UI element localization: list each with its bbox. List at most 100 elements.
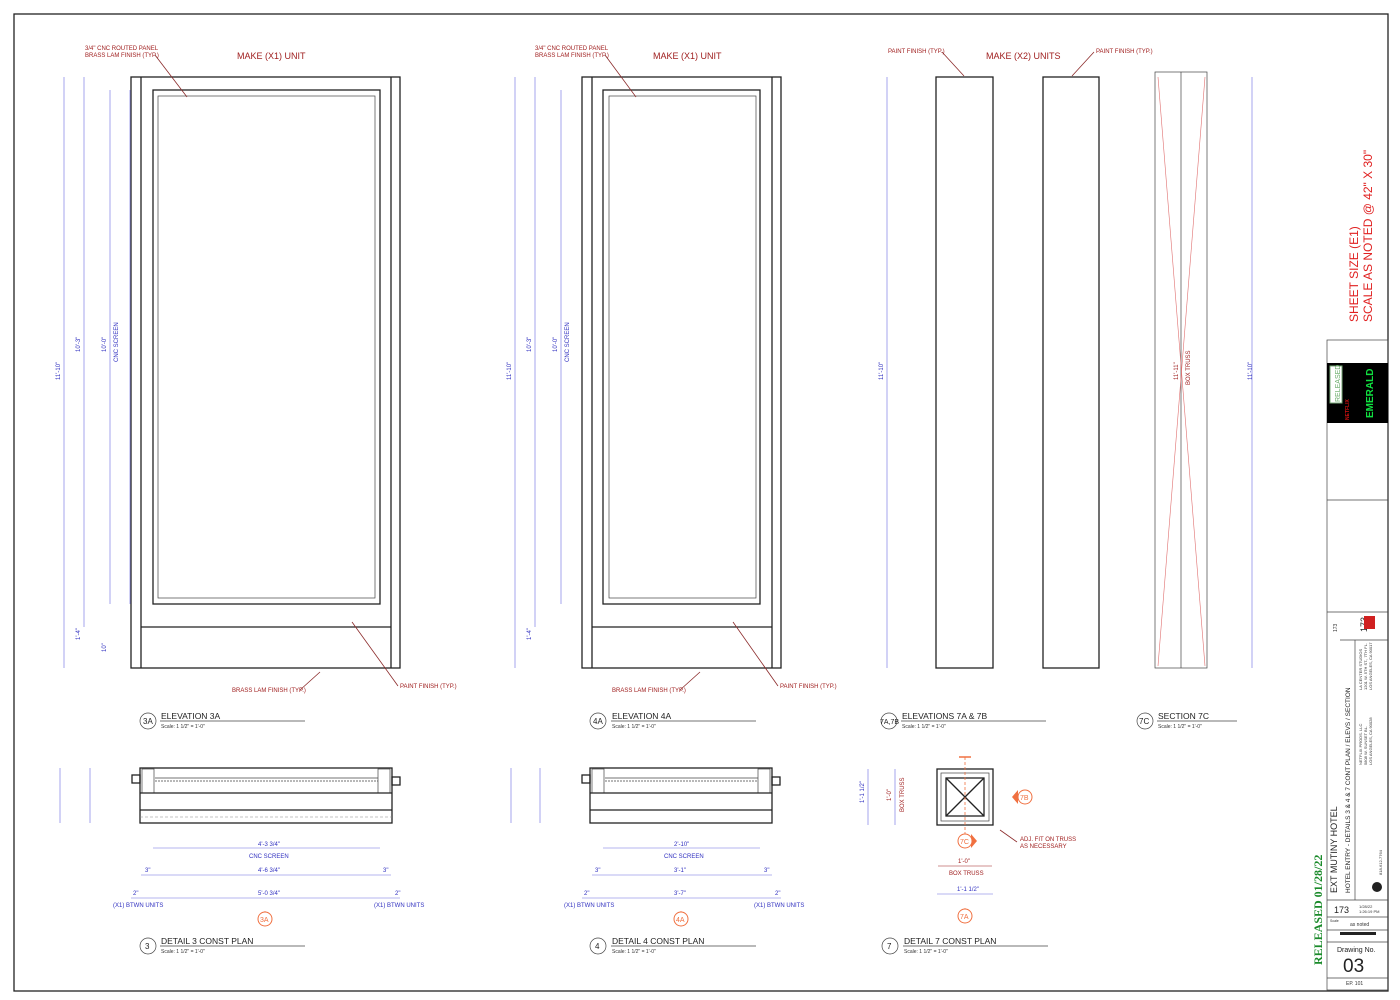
drawing-number: 03: [1343, 956, 1364, 977]
view-scale: Scale: 1 1/2" = 1'-0": [161, 949, 205, 955]
note-paint-finish: PAINT FINISH (TYP.): [1096, 49, 1153, 55]
view-title-3: 3 DETAIL 3 CONST PLAN Scale: 1 1/2" = 1'…: [139, 936, 305, 955]
detail-4-plan: 2'-10" CNC SCREEN 3'-1" 3'-7" 3" 3" 2" 2…: [510, 767, 804, 927]
studio-line: LA CENTER STUDIOS: [1358, 649, 1363, 690]
detail-3-plan: 4'-3 3/4" CNC SCREEN 4'-6 3/4" 5'-0 3/4"…: [59, 767, 424, 927]
dim-outer-width: 5'-0 3/4": [258, 891, 280, 897]
dim-3in: 3": [764, 868, 769, 874]
dim-height-7: 11'-10": [879, 362, 885, 380]
view-title: DETAIL 3 CONST PLAN: [161, 936, 253, 946]
dim-truss-height: 11'-11": [1174, 362, 1180, 380]
dim-panel-height: 10'-3": [76, 337, 82, 352]
view-tag: 7C: [1139, 717, 1149, 726]
dim-screen-height: 10'-0": [102, 337, 108, 352]
dim-screen-width: 2'-10": [674, 842, 689, 848]
dim-1-1-5: 1'-1 1/2": [860, 781, 866, 803]
emerald-logo: EMERALD: [1365, 369, 1376, 418]
view-tag: 3A: [143, 717, 153, 726]
dim-outer-width: 3'-7": [674, 891, 686, 897]
view-title-3A: 3A ELEVATION 3A Scale: 1 1/2" = 1'-0": [139, 711, 305, 730]
project-name: EXT MUTINY HOTEL: [1329, 806, 1339, 893]
sheet-title: HOTEL ENTRY - DETAILS 3 & 4 & 7 CONT PLA…: [1345, 687, 1352, 893]
view-title-7: 7 DETAIL 7 CONST PLAN Scale: 1 1/2" = 1'…: [881, 936, 1048, 955]
dim-height-7c: 11'-10": [1248, 362, 1254, 380]
note-paint-finish: PAINT FINISH (TYP.): [888, 49, 945, 55]
note-paint-finish: PAINT FINISH (TYP.): [400, 684, 457, 690]
dim-base: 1'-4": [76, 628, 82, 640]
view-title-4A: 4A ELEVATION 4A Scale: 1 1/2" = 1'-0": [589, 711, 756, 730]
view-tag: 4A: [593, 717, 603, 726]
note-brass-finish: BRASS LAM FINISH (TYP.): [85, 53, 159, 59]
section-marker-3A[interactable]: 3A: [257, 911, 273, 927]
dim-base: 1'-4": [527, 628, 533, 640]
company-line: LOS ANGELES, CA 90028: [1368, 717, 1373, 765]
elevation-3A: 11'-10" 10'-3" 10'-0" CNC SCREEN 1'-4" 1…: [56, 46, 457, 694]
note-brass-finish: BRASS LAM FINISH (TYP.): [535, 53, 609, 59]
section-marker-7C[interactable]: 7C: [957, 833, 977, 849]
dim-overall-height: 11'-10": [507, 362, 513, 380]
note-brass-lam: BRASS LAM FINISH (TYP.): [612, 688, 686, 694]
note-btwn-units: (X1) BTWN UNITS: [113, 903, 163, 909]
view-scale: Scale: 1 1/2" = 1'-0": [161, 724, 205, 730]
view-tag: 7A,7B: [880, 719, 899, 726]
dim-3in: 3": [383, 868, 388, 874]
date: 1/28/22: [1359, 904, 1373, 909]
dim-panel-height: 10'-3": [527, 337, 533, 352]
note-adj-fit: ADJ. FIT ON TRUSS: [1020, 837, 1076, 843]
scale-note: SCALE AS NOTED @ 42" X 30": [1361, 150, 1375, 322]
note-make-x2: MAKE (X2) UNITS: [986, 51, 1061, 61]
view-title-4: 4 DETAIL 4 CONST PLAN Scale: 1 1/2" = 1'…: [589, 936, 756, 955]
note-make-x1: MAKE (X1) UNIT: [237, 51, 306, 61]
note-paint-finish: PAINT FINISH (TYP.): [780, 684, 837, 690]
note-cnc-panel: 3/4" CNC ROUTED PANEL: [535, 46, 609, 52]
sheet-size-note: SHEET SIZE (E1): [1347, 226, 1361, 322]
studio-line: LOS ANGELES, CA 90017: [1368, 642, 1373, 690]
company-line: 5808 W. SUNSET BL.: [1363, 726, 1368, 765]
dim-screen-height: 10'-0": [553, 337, 559, 352]
view-title: ELEVATIONS 7A & 7B: [902, 711, 988, 721]
note-make-x1: MAKE (X1) UNIT: [653, 51, 722, 61]
dim-1-0: 1'-0": [887, 789, 893, 801]
view-tag: 3: [145, 942, 150, 951]
view-title: ELEVATION 4A: [612, 711, 672, 721]
marker-label: 4A: [676, 917, 685, 924]
dim-cnc-screen: CNC SCREEN: [565, 322, 571, 362]
view-title-7A-7B: 7A,7B ELEVATIONS 7A & 7B Scale: 1 1/2" =…: [880, 711, 1046, 730]
view-scale: Scale: 1 1/2" = 1'-0": [904, 949, 948, 955]
episode: EP. 101: [1346, 981, 1363, 987]
dim-2in: 2": [584, 891, 589, 897]
dim-1-0: 1'-0": [958, 859, 970, 865]
scale-value: as noted: [1350, 922, 1369, 928]
section-marker-7A[interactable]: 7A: [957, 908, 973, 924]
view-scale: Scale: 1 1/2" = 1'-0": [902, 724, 946, 730]
dim-2in: 2": [133, 891, 138, 897]
company-line: NETFLIX PRODS. LLC: [1358, 724, 1363, 765]
dim-inner-width: 4'-6 3/4": [258, 868, 280, 874]
dim-1-1-5: 1'-1 1/2": [957, 887, 979, 893]
dim-2in: 2": [775, 891, 780, 897]
view-title: SECTION 7C: [1158, 711, 1209, 721]
released-stamp: RELEASED 01/28/22: [1311, 855, 1325, 965]
dim-2in: 2": [395, 891, 400, 897]
section-marker-4A[interactable]: 4A: [673, 911, 689, 927]
note-box-truss: BOX TRUSS: [900, 777, 906, 812]
section-7C: 11'-10" 11'-11" BOX TRUSS: [1154, 71, 1254, 669]
note-btwn-units: (X1) BTWN UNITS: [374, 903, 424, 909]
marker-label: 7B: [1020, 795, 1029, 802]
dim-cnc-screen: CNC SCREEN: [114, 322, 120, 362]
note-as-necessary: AS NECESSARY: [1020, 844, 1067, 850]
dim-cnc-screen: CNC SCREEN: [249, 854, 289, 860]
section-marker-7B[interactable]: 7B: [1012, 789, 1033, 805]
note-btwn-units: (X1) BTWN UNITS: [564, 903, 614, 909]
drawing-no-label: Drawing No.: [1337, 947, 1376, 954]
detail-7-plan: 1'-1 1/2" 1'-0" BOX TRUSS 1'-0" BOX TRUS…: [860, 756, 1076, 924]
dim-inner-width: 3'-1": [674, 868, 686, 874]
dim-10in: 10": [102, 643, 108, 652]
note-brass-lam: BRASS LAM FINISH (TYP.): [232, 688, 306, 694]
dim-3in: 3": [595, 868, 600, 874]
elevations-7A-7B: 11'-10" PAINT FINISH (TYP.) MAKE (X2) UN…: [879, 49, 1153, 669]
dim-3in: 3": [145, 868, 150, 874]
studio-line: 1201 W. 5TH ST., 7TH FL.: [1363, 643, 1368, 690]
elevation-4A: 11'-10" 10'-3" 10'-0" CNC SCREEN 1'-4" 3…: [507, 46, 837, 694]
